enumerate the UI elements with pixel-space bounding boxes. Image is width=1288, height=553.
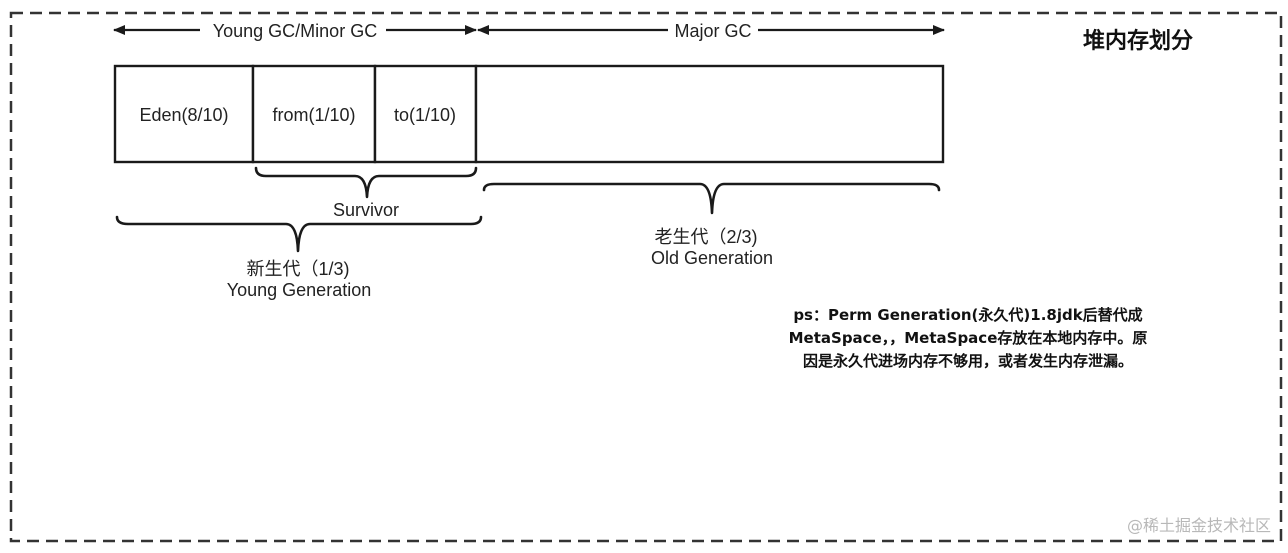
to-box [373,64,478,164]
major-gc-label: Major GC [674,21,751,41]
young-gc-label: Young GC/Minor GC [213,21,377,41]
diagram-title: 堆内存划分 [1083,28,1193,54]
note-line-1: ps：Perm Generation(永久代)1.8jdk后替代成 [793,306,1142,324]
survivor-brace [254,166,478,199]
young-gc-arrow: Young GC/Minor GC [113,21,477,41]
old-gen-cn-label: 老生代（2/3) [654,227,757,247]
from-label: from(1/10) [272,105,355,125]
old-gen-brace [482,182,941,215]
old-gen-en-label: Old Generation [651,248,773,268]
note-line-3: 因是永久代进场内存不够用，或者发生内存泄漏。 [803,352,1133,370]
survivor-label: Survivor [333,200,399,220]
perm-gen-note: ps：Perm Generation(永久代)1.8jdk后替代成 MetaSp… [789,306,1148,370]
young-gen-en-label: Young Generation [227,280,371,300]
watermark: @稀土掘金技术社区 [1127,516,1271,535]
old-box [474,64,945,164]
to-label: to(1/10) [394,105,456,125]
dashed-frame [9,11,1283,543]
note-line-2: MetaSpace，，MetaSpace存放在本地内存中。原 [789,329,1148,347]
young-gen-cn-label: 新生代（1/3) [246,259,349,279]
young-gen-brace [115,215,483,253]
major-gc-arrow: Major GC [477,21,945,41]
from-box [251,64,377,164]
heap-bar: Eden(8/10) from(1/10) to(1/10) [113,64,945,164]
eden-label: Eden(8/10) [139,105,228,125]
eden-box [113,64,255,164]
